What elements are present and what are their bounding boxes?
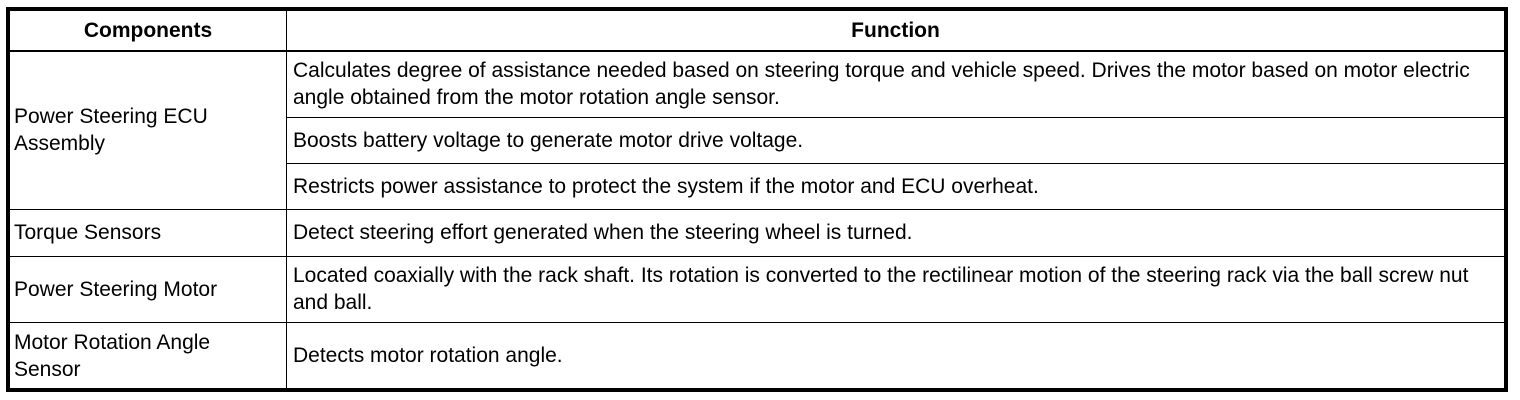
column-header-components: Components xyxy=(9,10,287,52)
function-cell: Boosts battery voltage to generate motor… xyxy=(286,116,1505,165)
component-cell-power-steering-ecu: Power Steering ECU Assembly xyxy=(9,49,287,211)
table-row: Boosts battery voltage to generate motor… xyxy=(10,116,1505,165)
table-row: Power Steering Motor Located coaxially w… xyxy=(9,255,1505,324)
components-function-table: Components Function Power Steering ECU A… xyxy=(9,10,1505,389)
components-function-table-frame: Components Function Power Steering ECU A… xyxy=(6,7,1508,392)
component-cell-power-steering-motor: Power Steering Motor xyxy=(9,255,287,324)
table-header-row: Components Function xyxy=(9,10,1505,52)
function-cell: Calculates degree of assistance needed b… xyxy=(286,50,1505,118)
table-row: Torque Sensors Detect steering effort ge… xyxy=(9,209,1505,257)
component-cell-torque-sensors: Torque Sensors xyxy=(9,209,287,257)
function-cell: Restricts power assistance to protect th… xyxy=(286,163,1505,211)
function-cell: Located coaxially with the rack shaft. I… xyxy=(286,255,1505,324)
table-row: Power Steering ECU Assembly Calculates d… xyxy=(9,49,1505,211)
function-cell: Detects motor rotation angle. xyxy=(286,322,1505,389)
table-row: Restricts power assistance to protect th… xyxy=(10,163,1505,211)
table-row: Motor Rotation Angle Sensor Detects moto… xyxy=(9,322,1505,389)
function-cell: Detect steering effort generated when th… xyxy=(286,209,1505,257)
component-cell-motor-rotation-angle-sensor: Motor Rotation Angle Sensor xyxy=(9,322,287,389)
column-header-function: Function xyxy=(286,10,1505,52)
